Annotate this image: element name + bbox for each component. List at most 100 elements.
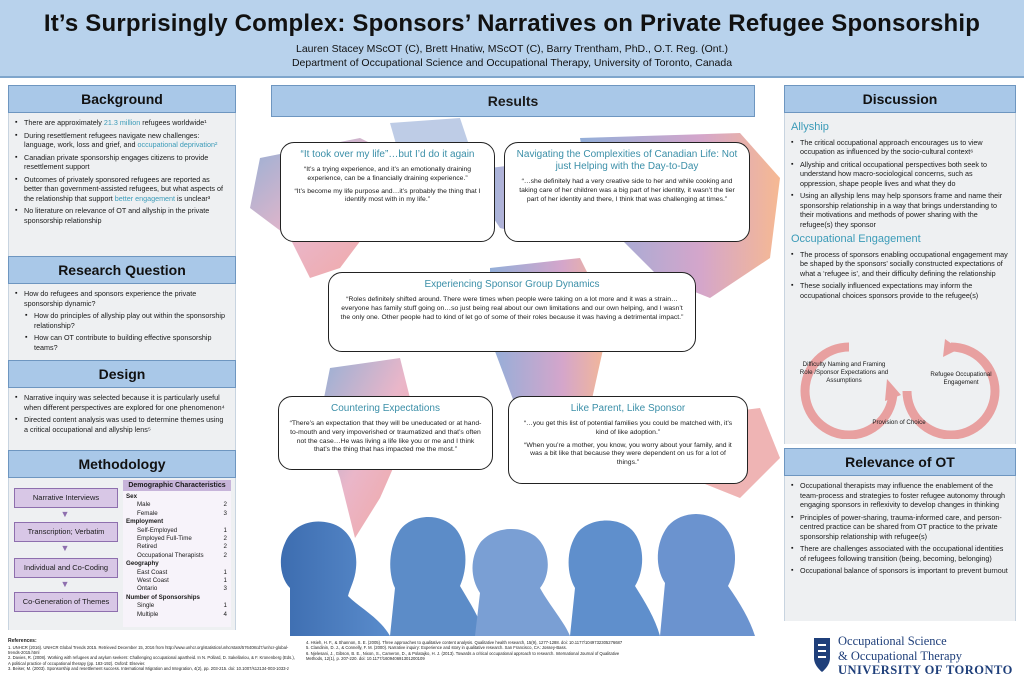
- result-bubble-took-over-life: “It took over my life”…but I’d do it aga…: [280, 142, 495, 242]
- demographics-label: Employed Full-Time: [137, 535, 192, 543]
- allyship-item: Allyship and critical occupational persp…: [791, 160, 1009, 189]
- university-crest-icon: [814, 638, 830, 672]
- result-bubble-title: Experiencing Sponsor Group Dynamics: [424, 279, 600, 290]
- demographics-row: Retired 2: [123, 543, 231, 551]
- research-question-body: How do refugees and sponsors experience …: [8, 284, 236, 360]
- demographics-label: Female: [137, 509, 158, 517]
- poster-department: Department of Occupational Science and O…: [291, 57, 733, 69]
- demographics-label: Single: [137, 602, 155, 610]
- demographics-row: Single 1: [123, 602, 231, 610]
- allyship-item: Using an allyship lens may help sponsors…: [791, 191, 1009, 229]
- relevance-body: Occupational therapists may influence th…: [784, 476, 1016, 621]
- result-bubble-title: Navigating the Complexities of Canadian …: [516, 149, 738, 172]
- background-body: There are approximately 21.3 million ref…: [8, 113, 236, 256]
- flow-step-transcription: Transcription; Verbatim: [14, 522, 118, 542]
- demographics-value: 2: [223, 501, 227, 509]
- background-item: No literature on relevance of OT and all…: [15, 206, 229, 225]
- demographics-title: Demographic Characteristics: [123, 480, 231, 491]
- background-item: Outcomes of privately sponsored refugees…: [15, 175, 229, 204]
- demographics-label: West Coast: [137, 577, 169, 585]
- result-bubble-countering-expectations: Countering Expectations “There’s an expe…: [278, 396, 493, 470]
- engagement-item: The process of sponsors enabling occupat…: [791, 250, 1009, 279]
- methodology-title: Methodology: [8, 450, 236, 478]
- result-quote: “It’s a trying experience, and it’s an e…: [303, 166, 472, 182]
- demographics-value: 2: [223, 551, 227, 559]
- allyship-item: The critical occupational approach encou…: [791, 138, 1009, 157]
- result-bubble-title: Like Parent, Like Sponsor: [570, 403, 686, 414]
- references-left: References: 1. UNHCR (2016). UNHCR Globa…: [8, 638, 298, 672]
- result-quote: “…you get this list of potential familie…: [523, 420, 733, 436]
- logo-line-1: Occupational Science: [838, 634, 947, 648]
- result-bubble-like-parent: Like Parent, Like Sponsor “…you get this…: [508, 396, 748, 484]
- cycle-diagram: Difficulty Naming and Framing Role /Spon…: [789, 339, 1011, 439]
- logo-line-2: & Occupational Therapy: [838, 649, 963, 663]
- reference-item: 1. UNHCR (2016). UNHCR Global Trends 201…: [8, 644, 289, 655]
- design-item: Directed content analysis was used to de…: [15, 415, 229, 434]
- logo-line-3: UNIVERSITY OF TORONTO: [838, 663, 1013, 677]
- demographics-value: 1: [223, 568, 227, 576]
- down-arrow-icon: ▼: [60, 509, 70, 519]
- demographics-label: East Coast: [137, 568, 168, 576]
- design-title: Design: [8, 360, 236, 388]
- demographics-value: 2: [223, 535, 227, 543]
- background-title: Background: [8, 85, 236, 113]
- demographics-row: Employed Full-Time 2: [123, 535, 231, 543]
- result-quote: “It’s become my life purpose and…it’s pr…: [294, 187, 481, 204]
- reference-item: 5. Clandinin, D. J., & Connelly, F. M. (…: [306, 645, 567, 651]
- rq-main: How do refugees and sponsors experience …: [15, 289, 229, 308]
- demographics-value: 4: [223, 610, 227, 618]
- demographics-value: 3: [223, 509, 227, 517]
- demographics-label: Male: [137, 501, 151, 509]
- allyship-subtitle: Allyship: [791, 121, 829, 133]
- demographics-value: 1: [223, 526, 227, 534]
- methodology-body: Narrative Interviews ▼ Transcription; Ve…: [8, 478, 236, 630]
- result-quote: “Roles definitely shifted around. There …: [340, 296, 684, 321]
- demographics-category-row: Geography: [123, 560, 231, 568]
- result-bubble-canadian-life: Navigating the Complexities of Canadian …: [504, 142, 750, 242]
- demographics-label: Ontario: [137, 585, 158, 593]
- demographics-value: 2: [223, 543, 227, 551]
- demographics-value: 3: [223, 585, 227, 593]
- down-arrow-icon: ▼: [60, 579, 70, 589]
- background-item: Canadian private sponsorship engages cit…: [15, 153, 229, 172]
- reference-item: 3. Beiser, M. (2003). Sponsorship and re…: [8, 666, 289, 672]
- demographics-category-row: Number of Sponsorships: [123, 594, 231, 602]
- relevance-item: Occupational balance of sponsors is impo…: [791, 566, 1009, 576]
- result-bubble-title: Countering Expectations: [331, 403, 440, 414]
- left-column: Background There are approximately 21.3 …: [8, 85, 236, 635]
- demographics-category-row: Sex: [123, 493, 231, 501]
- reference-item: 2. Davies, R. (2008). Working with refug…: [8, 655, 295, 666]
- university-logo: Occupational Science & Occupational Ther…: [812, 632, 1017, 678]
- research-question-title: Research Question: [8, 256, 236, 284]
- engagement-subtitle: Occupational Engagement: [791, 233, 921, 246]
- reference-item: 4. Hsieh, H. F., & Shannon, S. E. (2005)…: [306, 640, 623, 645]
- down-arrow-icon: ▼: [60, 543, 70, 553]
- demographics-label: Retired: [137, 543, 157, 551]
- result-bubble-title: “It took over my life”…but I’d do it aga…: [300, 149, 475, 160]
- poster-authors: Lauren Stacey MScOT (C), Brett Hnatiw, M…: [296, 43, 728, 55]
- references-title: References:: [8, 638, 37, 644]
- results-map-area: “It took over my life”…but I’d do it aga…: [240, 118, 780, 636]
- rq-sub: How do principles of allyship play out w…: [25, 311, 229, 330]
- demographics-value: 1: [223, 602, 227, 610]
- results-title: Results: [271, 85, 755, 117]
- relevance-item: Occupational therapists may influence th…: [791, 481, 1009, 510]
- silhouette-head-2: [390, 516, 485, 636]
- relevance-title: Relevance of OT: [784, 448, 1016, 476]
- relevance-item: Principles of power-sharing, trauma-info…: [791, 513, 1009, 542]
- demographics-label: Geography: [126, 560, 159, 568]
- background-item: During resettlement refugees navigate ne…: [15, 131, 229, 150]
- demographics-label: Employment: [126, 518, 164, 526]
- result-quote: “When you’re a mother, you know, you wor…: [524, 441, 732, 467]
- background-item: There are approximately 21.3 million ref…: [15, 118, 229, 128]
- cycle-label-left: Difficulty Naming and Framing Role /Spon…: [799, 361, 889, 384]
- silhouette-head-1: [280, 521, 390, 636]
- design-body: Narrative inquiry was selected because i…: [8, 388, 236, 450]
- rq-sub: How can OT contribute to building effect…: [25, 333, 229, 352]
